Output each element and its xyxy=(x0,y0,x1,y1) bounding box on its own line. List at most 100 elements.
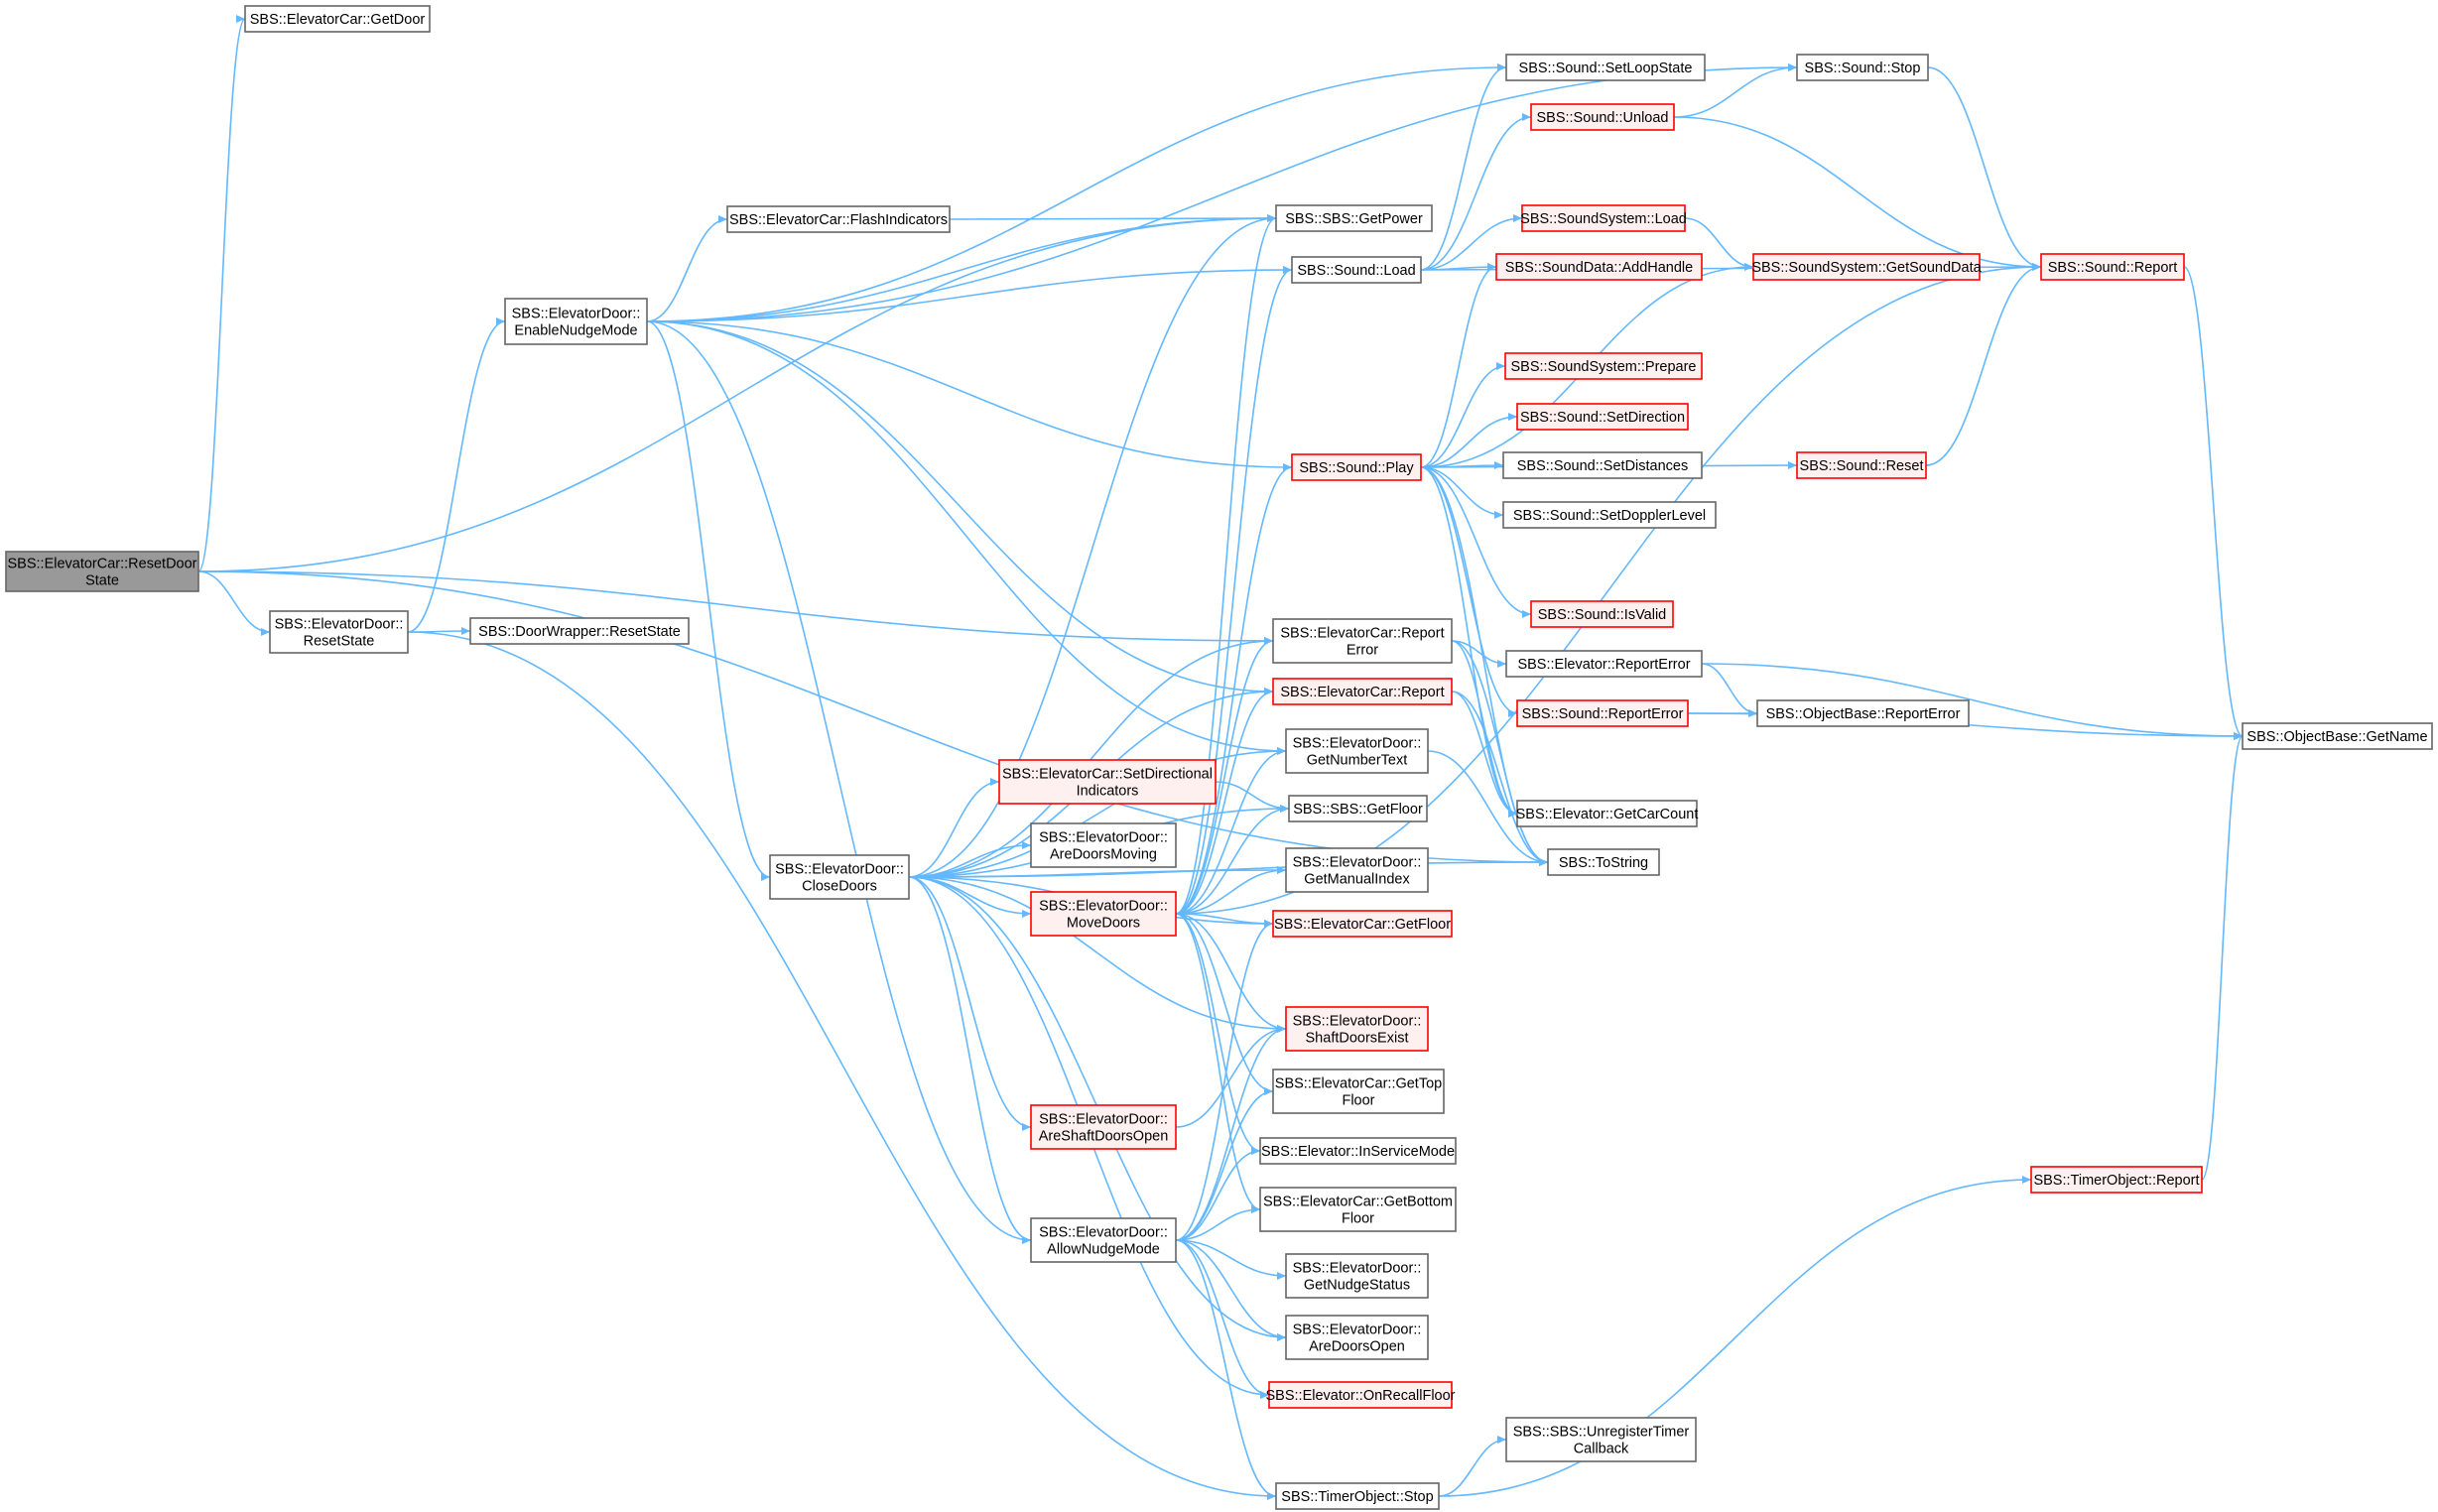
node-box[interactable] xyxy=(2040,253,2185,281)
node-box[interactable] xyxy=(1291,256,1422,284)
node-closedoors[interactable]: SBS::ElevatorDoor::CloseDoors xyxy=(769,854,910,900)
node-box[interactable] xyxy=(1521,204,1686,232)
node-sound-reporterror[interactable]: SBS::Sound::ReportError xyxy=(1516,699,1689,727)
node-box[interactable] xyxy=(469,617,690,645)
node-aredoorsopen[interactable]: SBS::ElevatorDoor::AreDoorsOpen xyxy=(1285,1315,1429,1360)
node-setdoppler[interactable]: SBS::Sound::SetDopplerLevel xyxy=(1502,501,1717,529)
node-box[interactable] xyxy=(1285,1006,1429,1052)
node-isvalid[interactable]: SBS::Sound::IsValid xyxy=(1530,600,1674,628)
node-box[interactable] xyxy=(1268,1381,1453,1409)
node-box[interactable] xyxy=(1285,847,1429,893)
node-setloop[interactable]: SBS::Sound::SetLoopState xyxy=(1505,54,1706,81)
node-box[interactable] xyxy=(1516,699,1689,727)
node-box[interactable] xyxy=(1030,891,1177,937)
node-box[interactable] xyxy=(1285,1253,1429,1299)
node-box[interactable] xyxy=(1796,451,1927,479)
node-prepare[interactable]: SBS::SoundSystem::Prepare xyxy=(1504,352,1703,380)
node-box[interactable] xyxy=(1275,1482,1440,1510)
node-box[interactable] xyxy=(1796,54,1929,81)
node-sbs-getfloor[interactable]: SBS::SBS::GetFloor xyxy=(1288,795,1428,822)
node-box[interactable] xyxy=(1752,253,1981,281)
node-getname[interactable]: SBS::ObjectBase::GetName xyxy=(2242,722,2433,750)
node-box[interactable] xyxy=(1272,1069,1445,1114)
node-elev-reporterror[interactable]: SBS::Elevator::ReportError xyxy=(1505,650,1703,678)
node-box[interactable] xyxy=(1030,1104,1177,1150)
node-allownudge[interactable]: SBS::ElevatorDoor::AllowNudgeMode xyxy=(1030,1217,1177,1263)
node-inservice[interactable]: SBS::Elevator::InServiceMode xyxy=(1259,1137,1457,1165)
node-box[interactable] xyxy=(1505,54,1706,81)
node-movedoors[interactable]: SBS::ElevatorDoor::MoveDoors xyxy=(1030,891,1177,937)
node-box[interactable] xyxy=(1530,103,1675,131)
node-getnudgestatus[interactable]: SBS::ElevatorDoor::GetNudgeStatus xyxy=(1285,1253,1429,1299)
node-box[interactable] xyxy=(2242,722,2433,750)
node-setdistances[interactable]: SBS::Sound::SetDistances xyxy=(1502,451,1703,479)
node-box[interactable] xyxy=(269,610,409,654)
node-box[interactable] xyxy=(1516,403,1689,431)
node-box[interactable] xyxy=(769,854,910,900)
node-unload[interactable]: SBS::Sound::Unload xyxy=(1530,103,1675,131)
node-getmanualindex[interactable]: SBS::ElevatorDoor::GetManualIndex xyxy=(1285,847,1429,893)
node-ss-load[interactable]: SBS::SoundSystem::Load xyxy=(1520,204,1687,232)
node-box[interactable] xyxy=(1259,1137,1457,1165)
node-box[interactable] xyxy=(504,298,648,345)
node-setdirection[interactable]: SBS::Sound::SetDirection xyxy=(1516,403,1689,431)
node-box[interactable] xyxy=(1505,1417,1697,1462)
node-box[interactable] xyxy=(1030,1217,1177,1263)
node-box[interactable] xyxy=(1272,678,1453,705)
node-box[interactable] xyxy=(1547,848,1660,876)
node-box[interactable] xyxy=(5,551,199,592)
node-soundstop[interactable]: SBS::Sound::Stop xyxy=(1796,54,1929,81)
node-box[interactable] xyxy=(1275,204,1433,232)
node-aredoorsmoving[interactable]: SBS::ElevatorDoor::AreDoorsMoving xyxy=(1030,822,1177,868)
node-box[interactable] xyxy=(1756,699,1970,727)
node-box[interactable] xyxy=(1502,501,1717,529)
node-getcarcount[interactable]: SBS::Elevator::GetCarCount xyxy=(1516,800,1699,827)
node-reporterror-car[interactable]: SBS::ElevatorCar::ReportError xyxy=(1272,618,1453,664)
node-soundreport[interactable]: SBS::Sound::Report xyxy=(2040,253,2185,281)
node-enablenudge[interactable]: SBS::ElevatorDoor::EnableNudgeMode xyxy=(504,298,648,345)
node-box[interactable] xyxy=(1030,822,1177,868)
node-report-car[interactable]: SBS::ElevatorCar::Report xyxy=(1272,678,1453,705)
node-box[interactable] xyxy=(1291,453,1422,481)
node-box[interactable] xyxy=(1272,910,1453,938)
node-soundplay[interactable]: SBS::Sound::Play xyxy=(1291,453,1422,481)
node-box[interactable] xyxy=(998,759,1217,805)
node-tostring[interactable]: SBS::ToString xyxy=(1547,848,1660,876)
node-areshaft[interactable]: SBS::ElevatorDoor::AreShaftDoorsOpen xyxy=(1030,1104,1177,1150)
node-car-getfloor[interactable]: SBS::ElevatorCar::GetFloor xyxy=(1272,910,1453,938)
node-box[interactable] xyxy=(1530,600,1674,628)
node-box[interactable] xyxy=(1502,451,1703,479)
node-setdir[interactable]: SBS::ElevatorCar::SetDirectionalIndicato… xyxy=(998,759,1217,805)
node-box[interactable] xyxy=(726,205,951,233)
node-getdoor[interactable]: SBS::ElevatorCar::GetDoor xyxy=(244,5,431,33)
node-box[interactable] xyxy=(1285,728,1429,774)
node-box[interactable] xyxy=(1259,1187,1457,1232)
node-soundreset[interactable]: SBS::Sound::Reset xyxy=(1796,451,1927,479)
node-box[interactable] xyxy=(1288,795,1428,822)
node-box[interactable] xyxy=(244,5,431,33)
node-box[interactable] xyxy=(1272,618,1453,664)
node-ob-reporterror[interactable]: SBS::ObjectBase::ReportError xyxy=(1756,699,1970,727)
node-timerstop[interactable]: SBS::TimerObject::Stop xyxy=(1275,1482,1440,1510)
node-getpower[interactable]: SBS::SBS::GetPower xyxy=(1275,204,1433,232)
node-shaftexist[interactable]: SBS::ElevatorDoor::ShaftDoorsExist xyxy=(1285,1006,1429,1052)
node-ed-resetstate[interactable]: SBS::ElevatorDoor::ResetState xyxy=(269,610,409,654)
node-onrecall[interactable]: SBS::Elevator::OnRecallFloor xyxy=(1266,1381,1456,1409)
node-flash[interactable]: SBS::ElevatorCar::FlashIndicators xyxy=(726,205,951,233)
node-dw-resetstate[interactable]: SBS::DoorWrapper::ResetState xyxy=(469,617,690,645)
node-box[interactable] xyxy=(2030,1166,2203,1194)
node-box[interactable] xyxy=(1495,253,1703,281)
node-box[interactable] xyxy=(1505,650,1703,678)
node-box[interactable] xyxy=(1285,1315,1429,1360)
node-getnumbertext[interactable]: SBS::ElevatorDoor::GetNumberText xyxy=(1285,728,1429,774)
node-box[interactable] xyxy=(1516,800,1698,827)
node-soundload[interactable]: SBS::Sound::Load xyxy=(1291,256,1422,284)
node-box[interactable] xyxy=(1504,352,1703,380)
node-addhandle[interactable]: SBS::SoundData::AddHandle xyxy=(1495,253,1703,281)
node-timerreport[interactable]: SBS::TimerObject::Report xyxy=(2030,1166,2203,1194)
node-getsounddata[interactable]: SBS::SoundSystem::GetSoundData xyxy=(1751,253,1983,281)
